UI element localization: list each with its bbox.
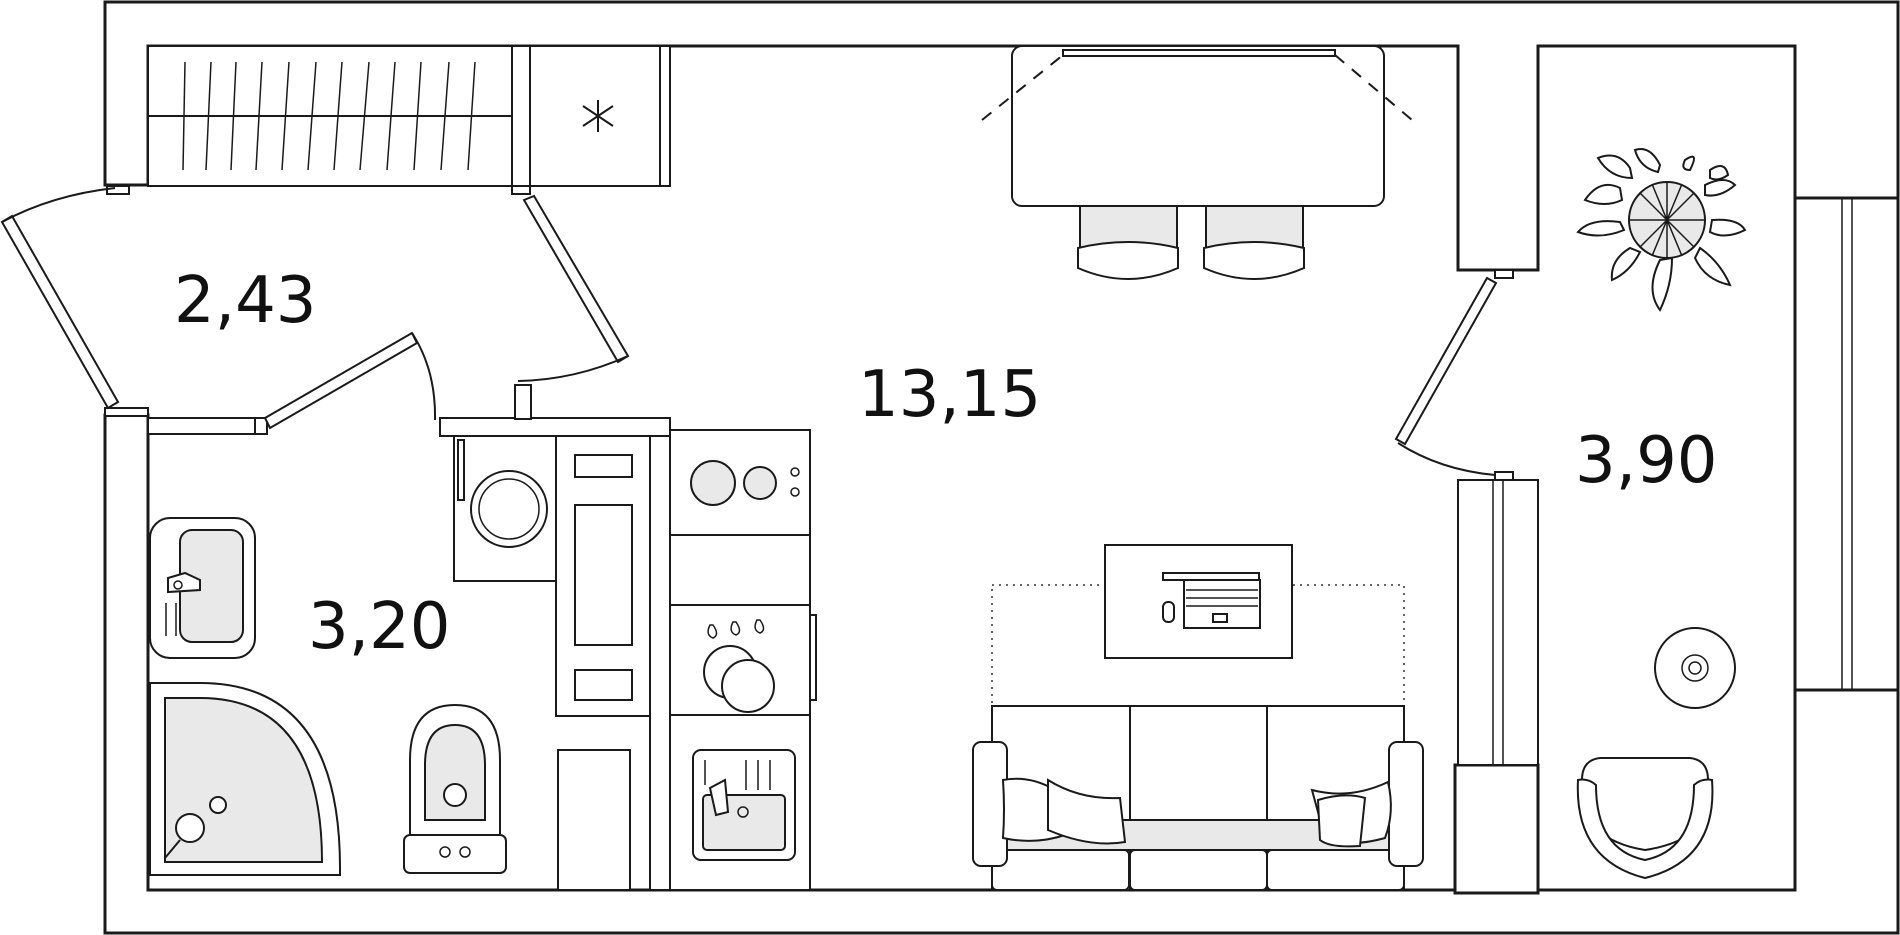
washing-machine xyxy=(453,435,557,582)
area-label-bathroom: 3,20 xyxy=(308,590,451,664)
plant-icon xyxy=(1576,148,1747,312)
kitchen-sink xyxy=(669,714,811,891)
coffee-table xyxy=(1104,544,1293,659)
toilet xyxy=(403,703,507,874)
washbasin xyxy=(149,517,256,659)
cooktop xyxy=(669,429,811,536)
balcony-door xyxy=(1394,276,1498,476)
bathroom-cabinet xyxy=(555,435,651,891)
area-label-living: 13,15 xyxy=(858,358,1041,432)
area-label-balcony: 3,90 xyxy=(1575,424,1718,498)
shower xyxy=(149,682,341,876)
kitchen-counter xyxy=(669,534,811,606)
dining-table xyxy=(981,45,1413,207)
wardrobe xyxy=(182,61,476,171)
laptop-icon xyxy=(1183,579,1261,629)
dining-chair xyxy=(1077,205,1179,280)
sofa xyxy=(972,705,1424,891)
armchair xyxy=(1576,757,1714,880)
area-label-hallway: 2,43 xyxy=(174,264,317,338)
bathroom-door xyxy=(263,331,437,430)
snowflake-icon xyxy=(582,100,614,132)
dishwasher xyxy=(669,604,817,716)
exterior-walls xyxy=(103,0,1900,935)
side-table xyxy=(1654,627,1736,709)
interior-walls xyxy=(104,45,1539,891)
hallway-inner-door xyxy=(517,194,630,382)
dining-chair xyxy=(1203,205,1305,280)
entrance-door xyxy=(0,187,120,410)
